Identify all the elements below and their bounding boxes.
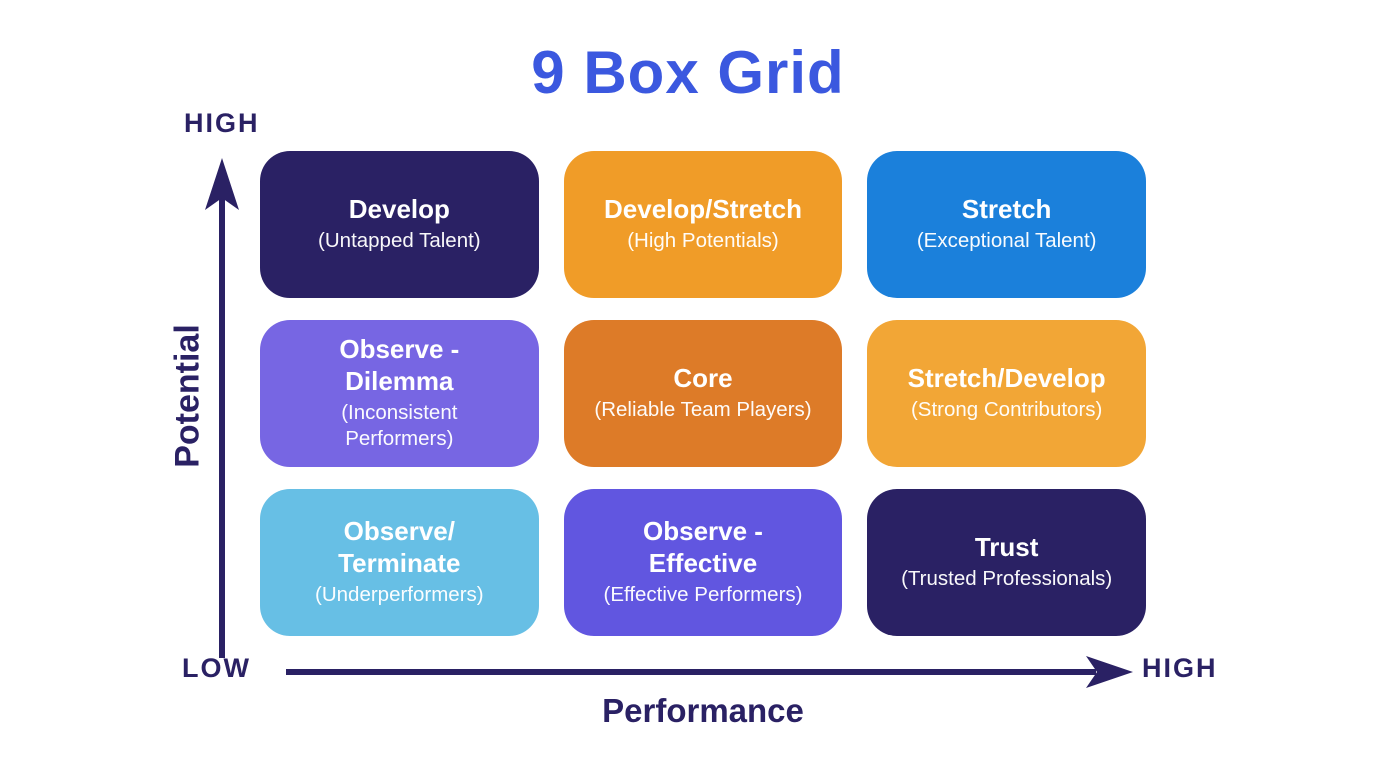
grid-cell-observe-effective: Observe - Effective (Effective Performer… [563, 489, 843, 636]
cell-title: Core [673, 363, 733, 394]
grid-cell-stretch: Stretch (Exceptional Talent) [867, 151, 1146, 298]
cell-title: Observe/ Terminate [338, 516, 461, 579]
page-title: 9 Box Grid [531, 39, 845, 106]
cell-subtitle: (High Potentials) [627, 229, 779, 253]
grid-cell-observe-terminate: Observe/ Terminate (Underperformers) [260, 489, 539, 636]
cell-subtitle: (Underperformers) [315, 582, 484, 606]
cell-title: Observe - Effective [643, 516, 763, 579]
grid-cell-trust: Trust (Trusted Professionals) [867, 489, 1146, 636]
nine-box-grid: Develop (Untapped Talent) Develop/Stretc… [260, 151, 1146, 636]
cell-subtitle: (Reliable Team Players) [594, 398, 812, 422]
grid-cell-observe-dilemma: Observe - Dilemma (Inconsistent Performe… [260, 320, 539, 467]
y-axis-arrowhead-icon [205, 158, 239, 210]
cell-subtitle: (Effective Performers) [603, 582, 803, 606]
cell-subtitle: (Untapped Talent) [318, 229, 481, 253]
cell-subtitle: (Inconsistent Performers) [341, 400, 458, 451]
cell-title: Develop/Stretch [604, 194, 802, 225]
cell-subtitle: (Exceptional Talent) [916, 229, 1097, 253]
cell-title: Stretch [961, 194, 1052, 225]
cell-title: Observe - Dilemma [339, 334, 460, 396]
grid-cell-develop-stretch: Develop/Stretch (High Potentials) [563, 151, 843, 298]
grid-cell-core: Core (Reliable Team Players) [563, 320, 843, 467]
y-axis-title: Potential [168, 324, 207, 468]
grid-cell-develop: Develop (Untapped Talent) [260, 151, 539, 298]
y-axis-high-label: HIGH [184, 108, 260, 138]
cell-title: Develop [348, 194, 450, 225]
cell-title: Stretch/Develop [907, 363, 1106, 394]
cell-subtitle: (Trusted Professionals) [901, 567, 1113, 591]
x-axis-title: Performance [602, 692, 804, 729]
grid-cell-stretch-develop: Stretch/Develop (Strong Contributors) [867, 320, 1146, 467]
x-axis-high-label: HIGH [1142, 653, 1218, 683]
cell-subtitle: (Strong Contributors) [910, 398, 1103, 422]
origin-low-label: LOW [182, 653, 251, 683]
x-axis-arrowhead-icon [1086, 656, 1133, 688]
cell-title: Trust [974, 532, 1039, 563]
